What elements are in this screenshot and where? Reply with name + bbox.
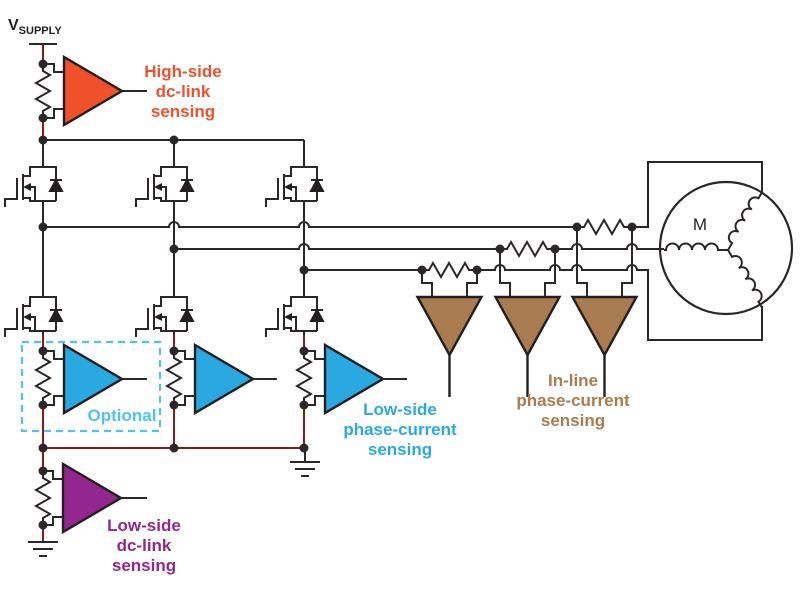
inline-amplifier-1	[415, 295, 484, 397]
inline-amplifier-3	[570, 295, 639, 397]
high-side-sensing-label: High-side dc-link sensing	[144, 62, 221, 121]
low-side-phase-sensing-label: Low-side phase-current sensing	[343, 400, 457, 459]
svg-text:Low-side: Low-side	[363, 400, 437, 419]
phase-lines	[43, 161, 763, 341]
motor-circle	[658, 180, 794, 316]
high-side-mosfet-2	[135, 162, 194, 208]
low-side-dc-link-amplifier	[43, 461, 147, 535]
phase-c-motor-route	[477, 264, 763, 341]
low-side-mosfet-1	[4, 292, 63, 338]
low-side-phase-amplifier-3	[304, 342, 407, 416]
svg-text:phase-current: phase-current	[343, 420, 457, 439]
ground-symbol-bus	[289, 461, 321, 477]
low-side-dc-link-shunt-resistor	[35, 470, 51, 526]
inline-amplifiers	[415, 295, 639, 397]
in-line-sensing-label: In-line phase-current sensing	[516, 371, 630, 430]
low-side-shunt-resistor-1	[35, 350, 51, 406]
motor-winding-lower	[727, 245, 769, 308]
optional-box	[20, 340, 162, 433]
phase-a-motor-route	[632, 161, 763, 228]
svg-text:phase-current: phase-current	[516, 391, 630, 410]
low-side-mosfet-2	[135, 292, 194, 338]
svg-text:In-line: In-line	[548, 371, 598, 390]
motor-winding-upper	[721, 188, 763, 251]
circuit: VSUPPLY High-side dc-link sensing Option…	[4, 17, 794, 575]
svg-text:sensing: sensing	[112, 556, 176, 575]
motor-windings	[664, 188, 769, 308]
ground-symbol-dc-link	[27, 541, 59, 557]
svg-text:sensing: sensing	[368, 440, 432, 459]
low-side-shunt-resistor-3	[296, 350, 312, 406]
svg-text:Optional: Optional	[88, 406, 157, 425]
phase-a-line	[43, 221, 577, 228]
inline-shunt-phase-a	[576, 219, 633, 235]
svg-text:Low-side: Low-side	[107, 516, 181, 535]
low-side-dc-link-sensing-label: Low-side dc-link sensing	[107, 516, 181, 575]
low-side-phase-amplifier-1	[43, 342, 147, 416]
low-side-shunt-resistor-2	[166, 350, 182, 406]
motor	[658, 180, 794, 316]
svg-text:High-side: High-side	[144, 62, 221, 81]
optional-label: Optional	[88, 406, 157, 425]
low-side-mosfet-3	[265, 292, 324, 338]
inline-amp-input-wires	[421, 227, 633, 297]
svg-text:dc-link: dc-link	[156, 82, 211, 101]
junction-dots	[38, 59, 637, 530]
svg-text:sensing: sensing	[541, 411, 605, 430]
svg-text:dc-link: dc-link	[117, 536, 172, 555]
vsupply-label: VSUPPLY	[8, 17, 62, 37]
phase-b-line	[174, 243, 500, 250]
low-side-phase-amplifiers	[43, 342, 407, 416]
inline-shunt-phase-c	[421, 262, 478, 278]
svg-text:VSUPPLY: VSUPPLY	[8, 17, 62, 37]
inverter-wiring	[42, 139, 305, 293]
motor-label: M	[693, 215, 707, 234]
vsupply-sub: SUPPLY	[19, 25, 63, 37]
svg-text:sensing: sensing	[151, 102, 215, 121]
high-side-shunt-resistor	[35, 63, 51, 119]
vsupply-main: V	[8, 17, 19, 34]
inline-amplifier-2	[493, 295, 562, 397]
motor-winding-left	[664, 242, 728, 251]
high-side-amplifier	[43, 54, 147, 128]
phase-b-motor-route	[555, 243, 664, 250]
high-side-mosfet-3	[265, 162, 324, 208]
inline-shunt-phase-b	[499, 241, 556, 257]
svg-text:M: M	[693, 215, 707, 234]
low-side-phase-amplifier-2	[174, 342, 277, 416]
high-side-mosfet-1	[4, 162, 63, 208]
